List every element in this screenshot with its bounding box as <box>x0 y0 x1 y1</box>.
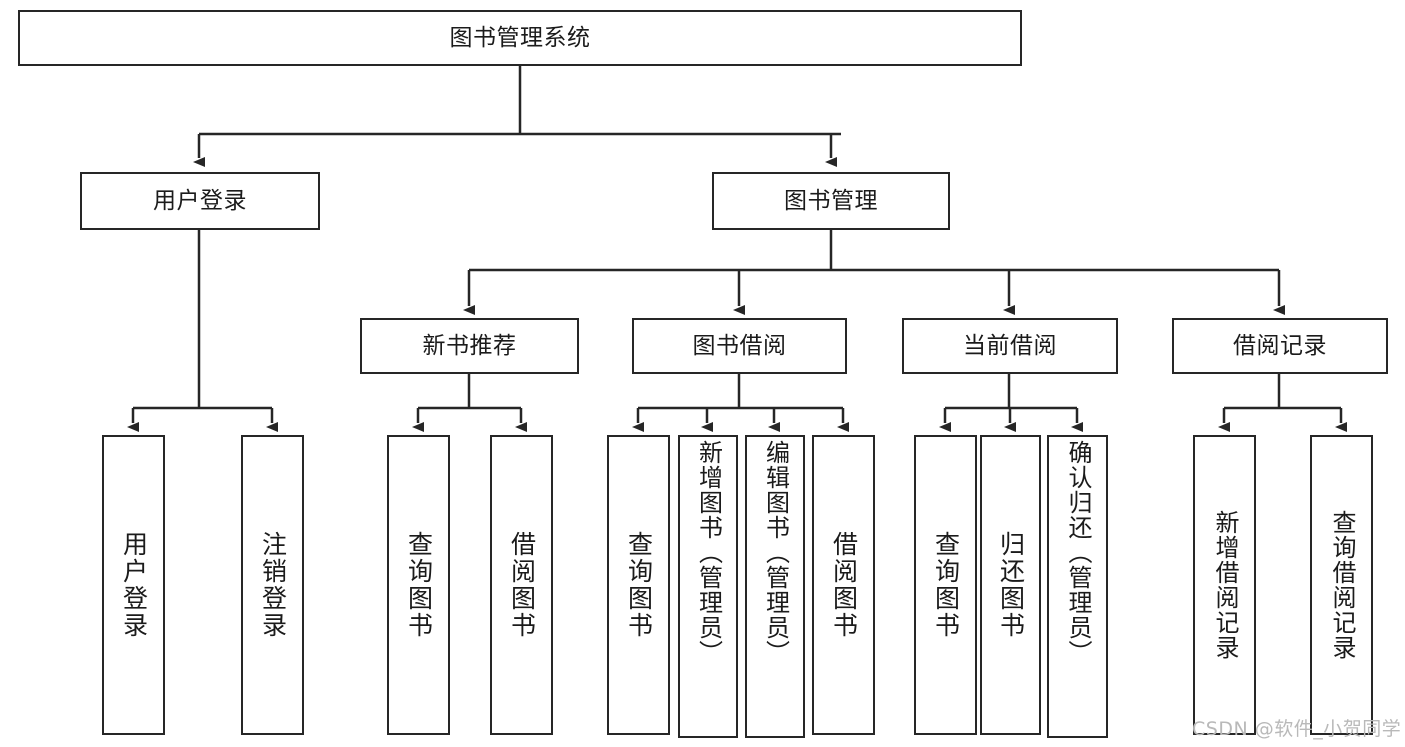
node-leaf-borrow-book-2-label: 借阅图书 <box>829 531 859 639</box>
node-leaf-query-book-3-label: 查询图书 <box>931 531 961 639</box>
node-root[interactable]: 图书管理系统 <box>18 10 1022 66</box>
node-leaf-add-book-label: 新增图书（管理员） <box>694 440 723 665</box>
node-user-login-label: 用户登录 <box>153 187 247 214</box>
csdn-watermark: CSDN @软件_小贺同学 <box>1192 718 1402 740</box>
node-new-book-recommend[interactable]: 新书推荐 <box>360 318 579 374</box>
node-leaf-return-book[interactable]: 归还图书 <box>980 435 1041 735</box>
node-leaf-query-book-2-label: 查询图书 <box>624 531 654 639</box>
node-leaf-query-record-label: 查询借阅记录 <box>1327 510 1356 660</box>
node-current-borrow[interactable]: 当前借阅 <box>902 318 1118 374</box>
node-borrow-record[interactable]: 借阅记录 <box>1172 318 1388 374</box>
node-leaf-borrow-book-1[interactable]: 借阅图书 <box>490 435 553 735</box>
node-leaf-user-login-label: 用户登录 <box>119 531 149 639</box>
node-leaf-query-book-3[interactable]: 查询图书 <box>914 435 977 735</box>
node-leaf-borrow-book-2[interactable]: 借阅图书 <box>812 435 875 735</box>
node-leaf-query-record[interactable]: 查询借阅记录 <box>1310 435 1373 735</box>
node-root-label: 图书管理系统 <box>449 24 591 51</box>
node-leaf-borrow-book-1-label: 借阅图书 <box>507 531 537 639</box>
node-leaf-edit-book[interactable]: 编辑图书（管理员） <box>745 435 805 738</box>
node-leaf-query-book-1-label: 查询图书 <box>404 531 434 639</box>
node-leaf-query-book-1[interactable]: 查询图书 <box>387 435 450 735</box>
node-leaf-user-logout[interactable]: 注销登录 <box>241 435 304 735</box>
node-book-borrow[interactable]: 图书借阅 <box>632 318 847 374</box>
node-leaf-edit-book-label: 编辑图书（管理员） <box>761 440 790 665</box>
node-leaf-add-record[interactable]: 新增借阅记录 <box>1193 435 1256 735</box>
node-borrow-record-label: 借阅记录 <box>1233 332 1327 359</box>
node-book-manage-label: 图书管理 <box>784 187 878 214</box>
node-leaf-query-book-2[interactable]: 查询图书 <box>607 435 670 735</box>
node-leaf-user-logout-label: 注销登录 <box>258 531 288 639</box>
node-leaf-confirm-return[interactable]: 确认归还（管理员） <box>1047 435 1108 738</box>
node-leaf-user-login[interactable]: 用户登录 <box>102 435 165 735</box>
node-book-manage[interactable]: 图书管理 <box>712 172 950 230</box>
node-leaf-add-book[interactable]: 新增图书（管理员） <box>678 435 738 738</box>
node-leaf-add-record-label: 新增借阅记录 <box>1210 510 1239 660</box>
node-leaf-return-book-label: 归还图书 <box>996 531 1026 639</box>
node-book-borrow-label: 图书借阅 <box>692 332 787 359</box>
node-user-login[interactable]: 用户登录 <box>80 172 320 230</box>
node-new-book-recommend-label: 新书推荐 <box>422 332 517 359</box>
node-leaf-confirm-return-label: 确认归还（管理员） <box>1063 440 1092 665</box>
node-current-borrow-label: 当前借阅 <box>963 332 1057 359</box>
